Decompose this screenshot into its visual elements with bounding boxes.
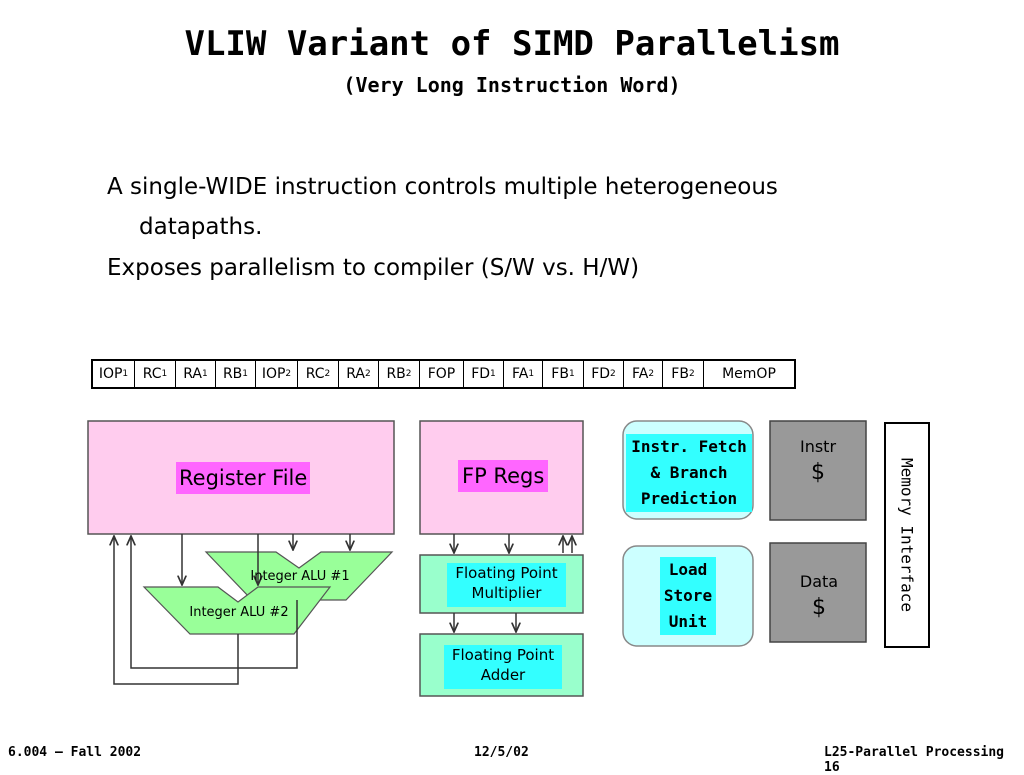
- fp-regs-label: FP Regs: [458, 460, 549, 492]
- memory-interface-block: [884, 422, 930, 648]
- alu-1-label: Integer ALU #1: [250, 569, 349, 584]
- slide-subtitle: (Very Long Instruction Word): [343, 73, 681, 97]
- alu-2-shape: [142, 586, 332, 635]
- footer-date: 12/5/02: [474, 745, 529, 760]
- bullet-1-continued: datapaths.: [139, 214, 263, 240]
- memory-interface-label: Memory Interface: [897, 457, 917, 613]
- field-memop: MemOP: [722, 366, 776, 382]
- data-cache-label: Data$: [796, 571, 842, 627]
- bullet-2: Exposes parallelism to compiler (S/W vs.…: [107, 255, 640, 281]
- memory-interface: Memory Interface: [885, 423, 929, 647]
- footer-course: 6.004 – Fall 2002: [8, 745, 142, 760]
- bullet-1: A single-WIDE instruction controls multi…: [107, 174, 778, 200]
- footer-slide-number: L25-Parallel Processing 16: [824, 745, 1005, 775]
- slide-title: VLIW Variant of SIMD Parallelism: [184, 24, 840, 64]
- register-file-label: Register File: [176, 462, 311, 494]
- instr-cache-label: Instr$: [795, 436, 841, 492]
- alu-2-label: Integer ALU #2: [189, 605, 288, 620]
- field-fop: FOP: [420, 361, 464, 387]
